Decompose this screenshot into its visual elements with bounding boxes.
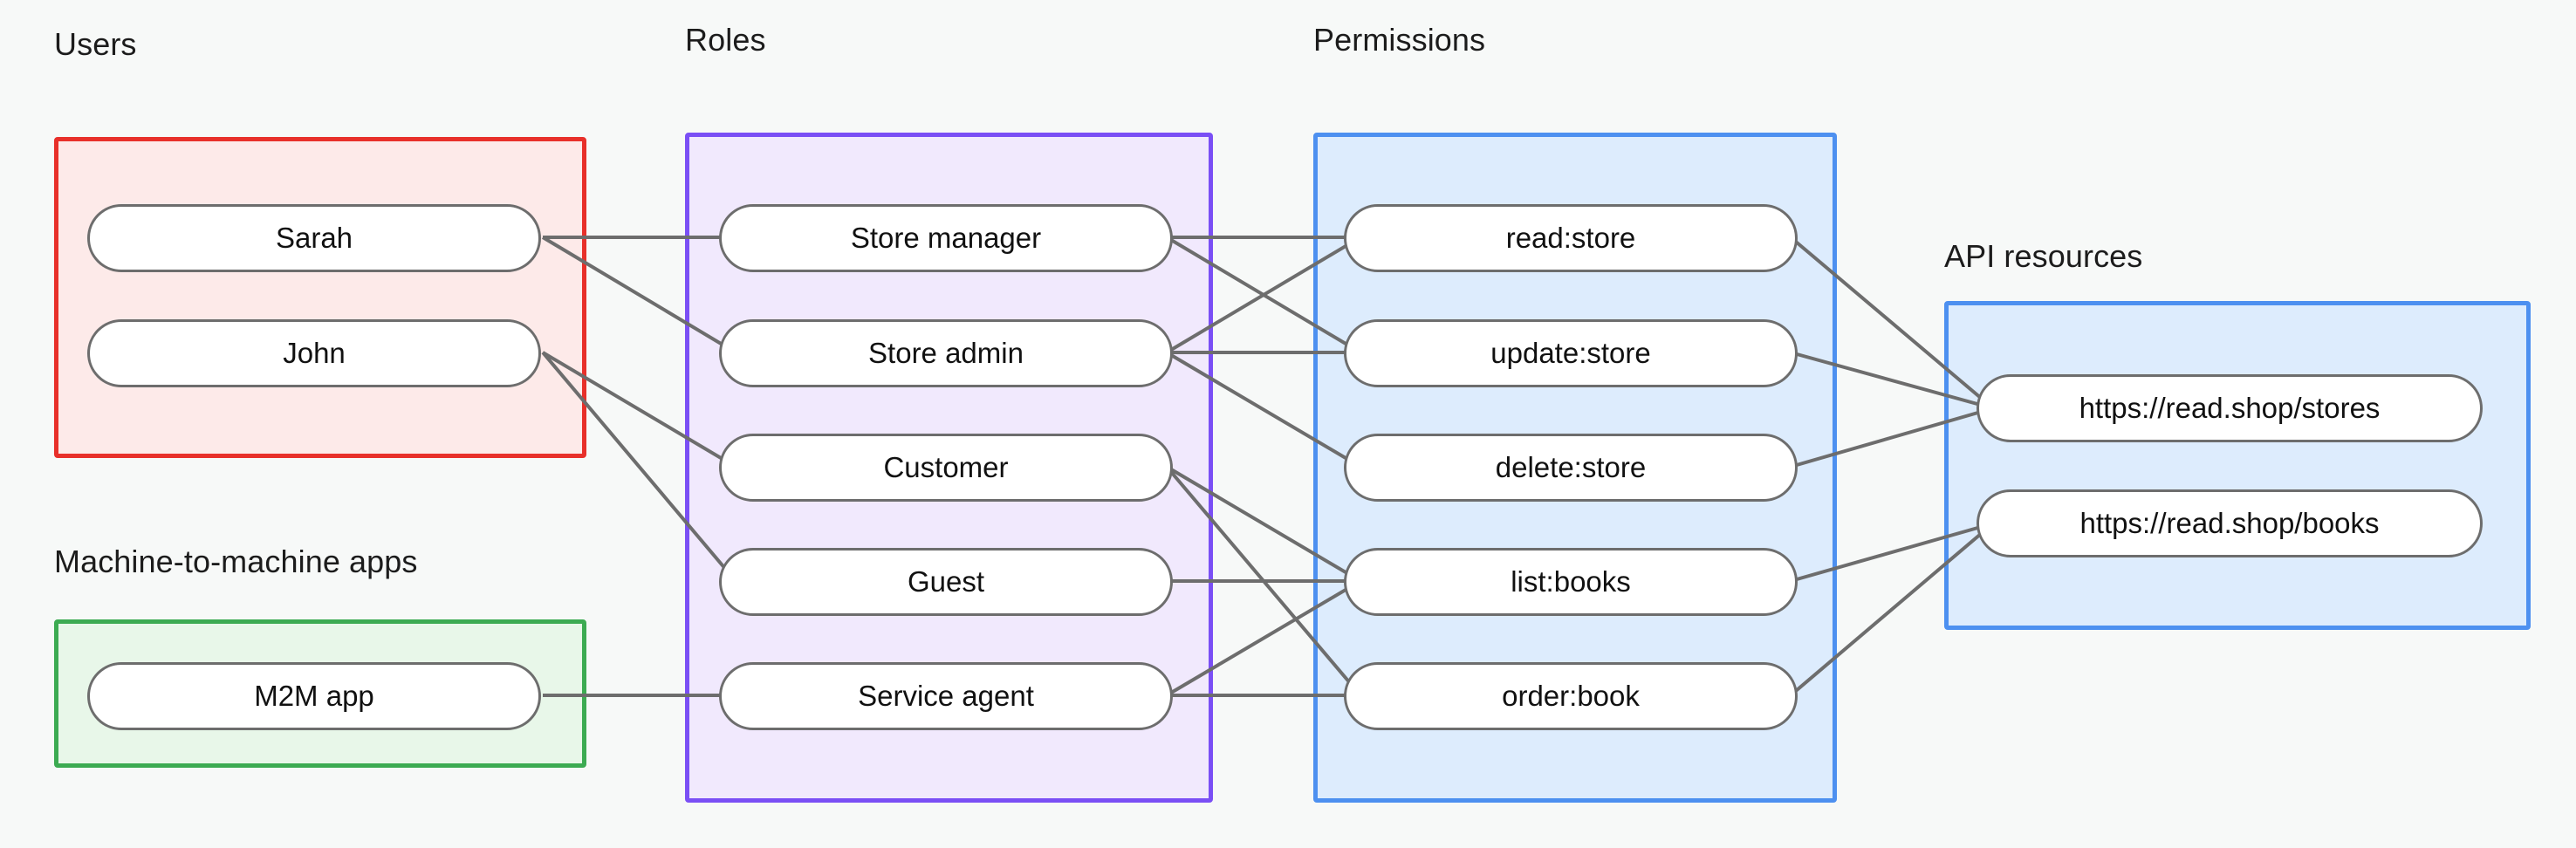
node-permission-update-store[interactable]: update:store <box>1344 319 1798 387</box>
group-title-permissions: Permissions <box>1313 22 1486 58</box>
node-m2m-app[interactable]: M2M app <box>87 662 541 730</box>
node-api-resource-stores[interactable]: https://read.shop/stores <box>1977 374 2483 442</box>
node-user-sarah[interactable]: Sarah <box>87 204 541 272</box>
group-title-m2m-apps: Machine-to-machine apps <box>54 544 418 579</box>
node-role-guest[interactable]: Guest <box>719 548 1173 616</box>
group-title-api-resources: API resources <box>1944 238 2143 274</box>
group-box-api-resources <box>1944 301 2531 630</box>
node-role-store-admin[interactable]: Store admin <box>719 319 1173 387</box>
group-title-roles: Roles <box>685 22 766 58</box>
node-role-service-agent[interactable]: Service agent <box>719 662 1173 730</box>
node-permission-list-books[interactable]: list:books <box>1344 548 1798 616</box>
node-user-john[interactable]: John <box>87 319 541 387</box>
node-permission-read-store[interactable]: read:store <box>1344 204 1798 272</box>
node-permission-order-book[interactable]: order:book <box>1344 662 1798 730</box>
group-box-users <box>54 137 586 458</box>
node-role-store-manager[interactable]: Store manager <box>719 204 1173 272</box>
node-permission-delete-store[interactable]: delete:store <box>1344 434 1798 502</box>
group-title-users: Users <box>54 26 137 62</box>
node-api-resource-books[interactable]: https://read.shop/books <box>1977 489 2483 557</box>
node-role-customer[interactable]: Customer <box>719 434 1173 502</box>
